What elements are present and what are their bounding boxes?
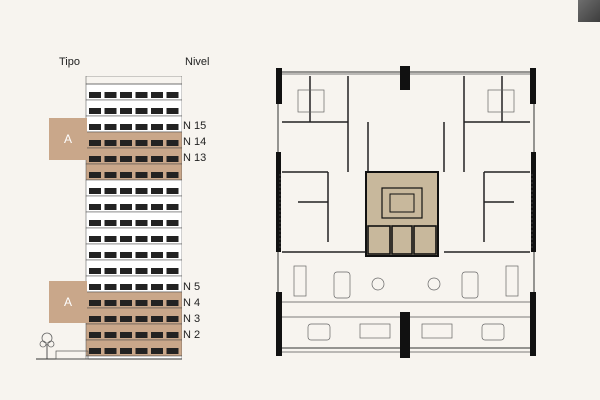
floor-plan	[276, 66, 536, 358]
elevation-floor	[85, 275, 182, 293]
elevation-floor	[85, 195, 182, 213]
tipo-label: Tipo	[59, 56, 80, 68]
level-label-2: N 2	[183, 329, 201, 341]
perimeter-walls	[276, 66, 536, 358]
elevation-floor	[85, 323, 182, 341]
elevation-floor	[85, 243, 182, 261]
level-label-3: N 3	[183, 313, 201, 325]
unit-type-badge-lower[interactable]: A	[49, 281, 87, 323]
elevation-floor	[85, 115, 182, 133]
elevation-floor	[85, 307, 182, 325]
elevation-floor	[85, 227, 182, 245]
level-label-13: N 13	[183, 152, 207, 164]
tree-icon	[39, 332, 55, 359]
circulation-core	[365, 171, 439, 257]
elevation-floor	[85, 131, 182, 149]
elevation-floor	[85, 339, 182, 357]
building-section-elevation	[36, 76, 182, 360]
elevation-roof	[85, 76, 182, 85]
elevation-floor	[85, 83, 182, 101]
level-label-4: N 4	[183, 297, 201, 309]
interior-partitions	[282, 76, 530, 253]
level-label-15: N 15	[183, 120, 207, 132]
unit-type-badge-upper[interactable]: A	[49, 118, 87, 160]
elevation-floor	[85, 163, 182, 181]
corner-thumbnail[interactable]	[578, 0, 600, 22]
nivel-label: Nivel	[185, 56, 210, 68]
elevation-floor	[85, 179, 182, 197]
level-label-5: N 5	[183, 281, 201, 293]
elevation-floor	[85, 259, 182, 277]
elevation-floor	[85, 99, 182, 117]
elevation-floor	[85, 147, 182, 165]
level-label-14: N 14	[183, 136, 207, 148]
podium-wall	[55, 350, 89, 360]
elevation-floor	[85, 291, 182, 309]
elevation-floor	[85, 211, 182, 229]
furniture	[293, 89, 519, 341]
